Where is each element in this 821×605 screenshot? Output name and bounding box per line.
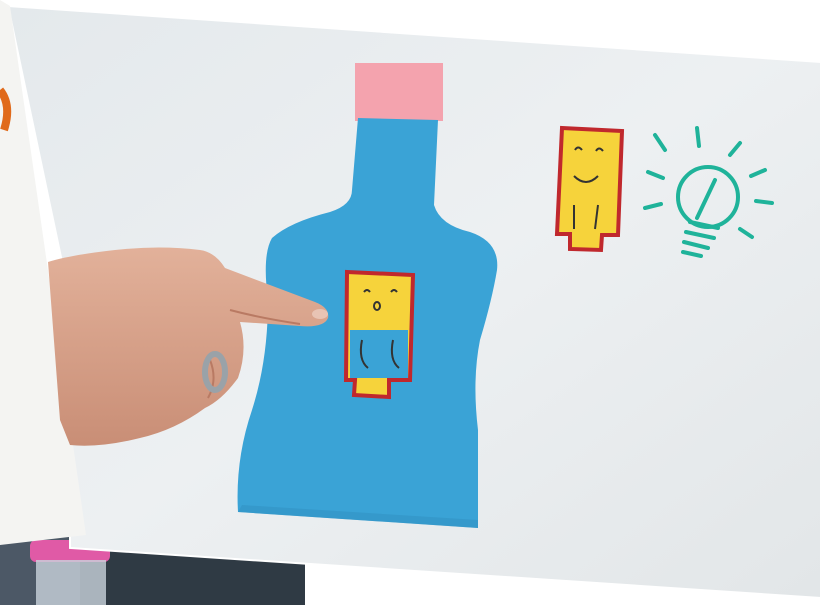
bottle-cap xyxy=(355,63,443,121)
sitting-character xyxy=(346,272,413,397)
standing-character xyxy=(557,128,622,250)
